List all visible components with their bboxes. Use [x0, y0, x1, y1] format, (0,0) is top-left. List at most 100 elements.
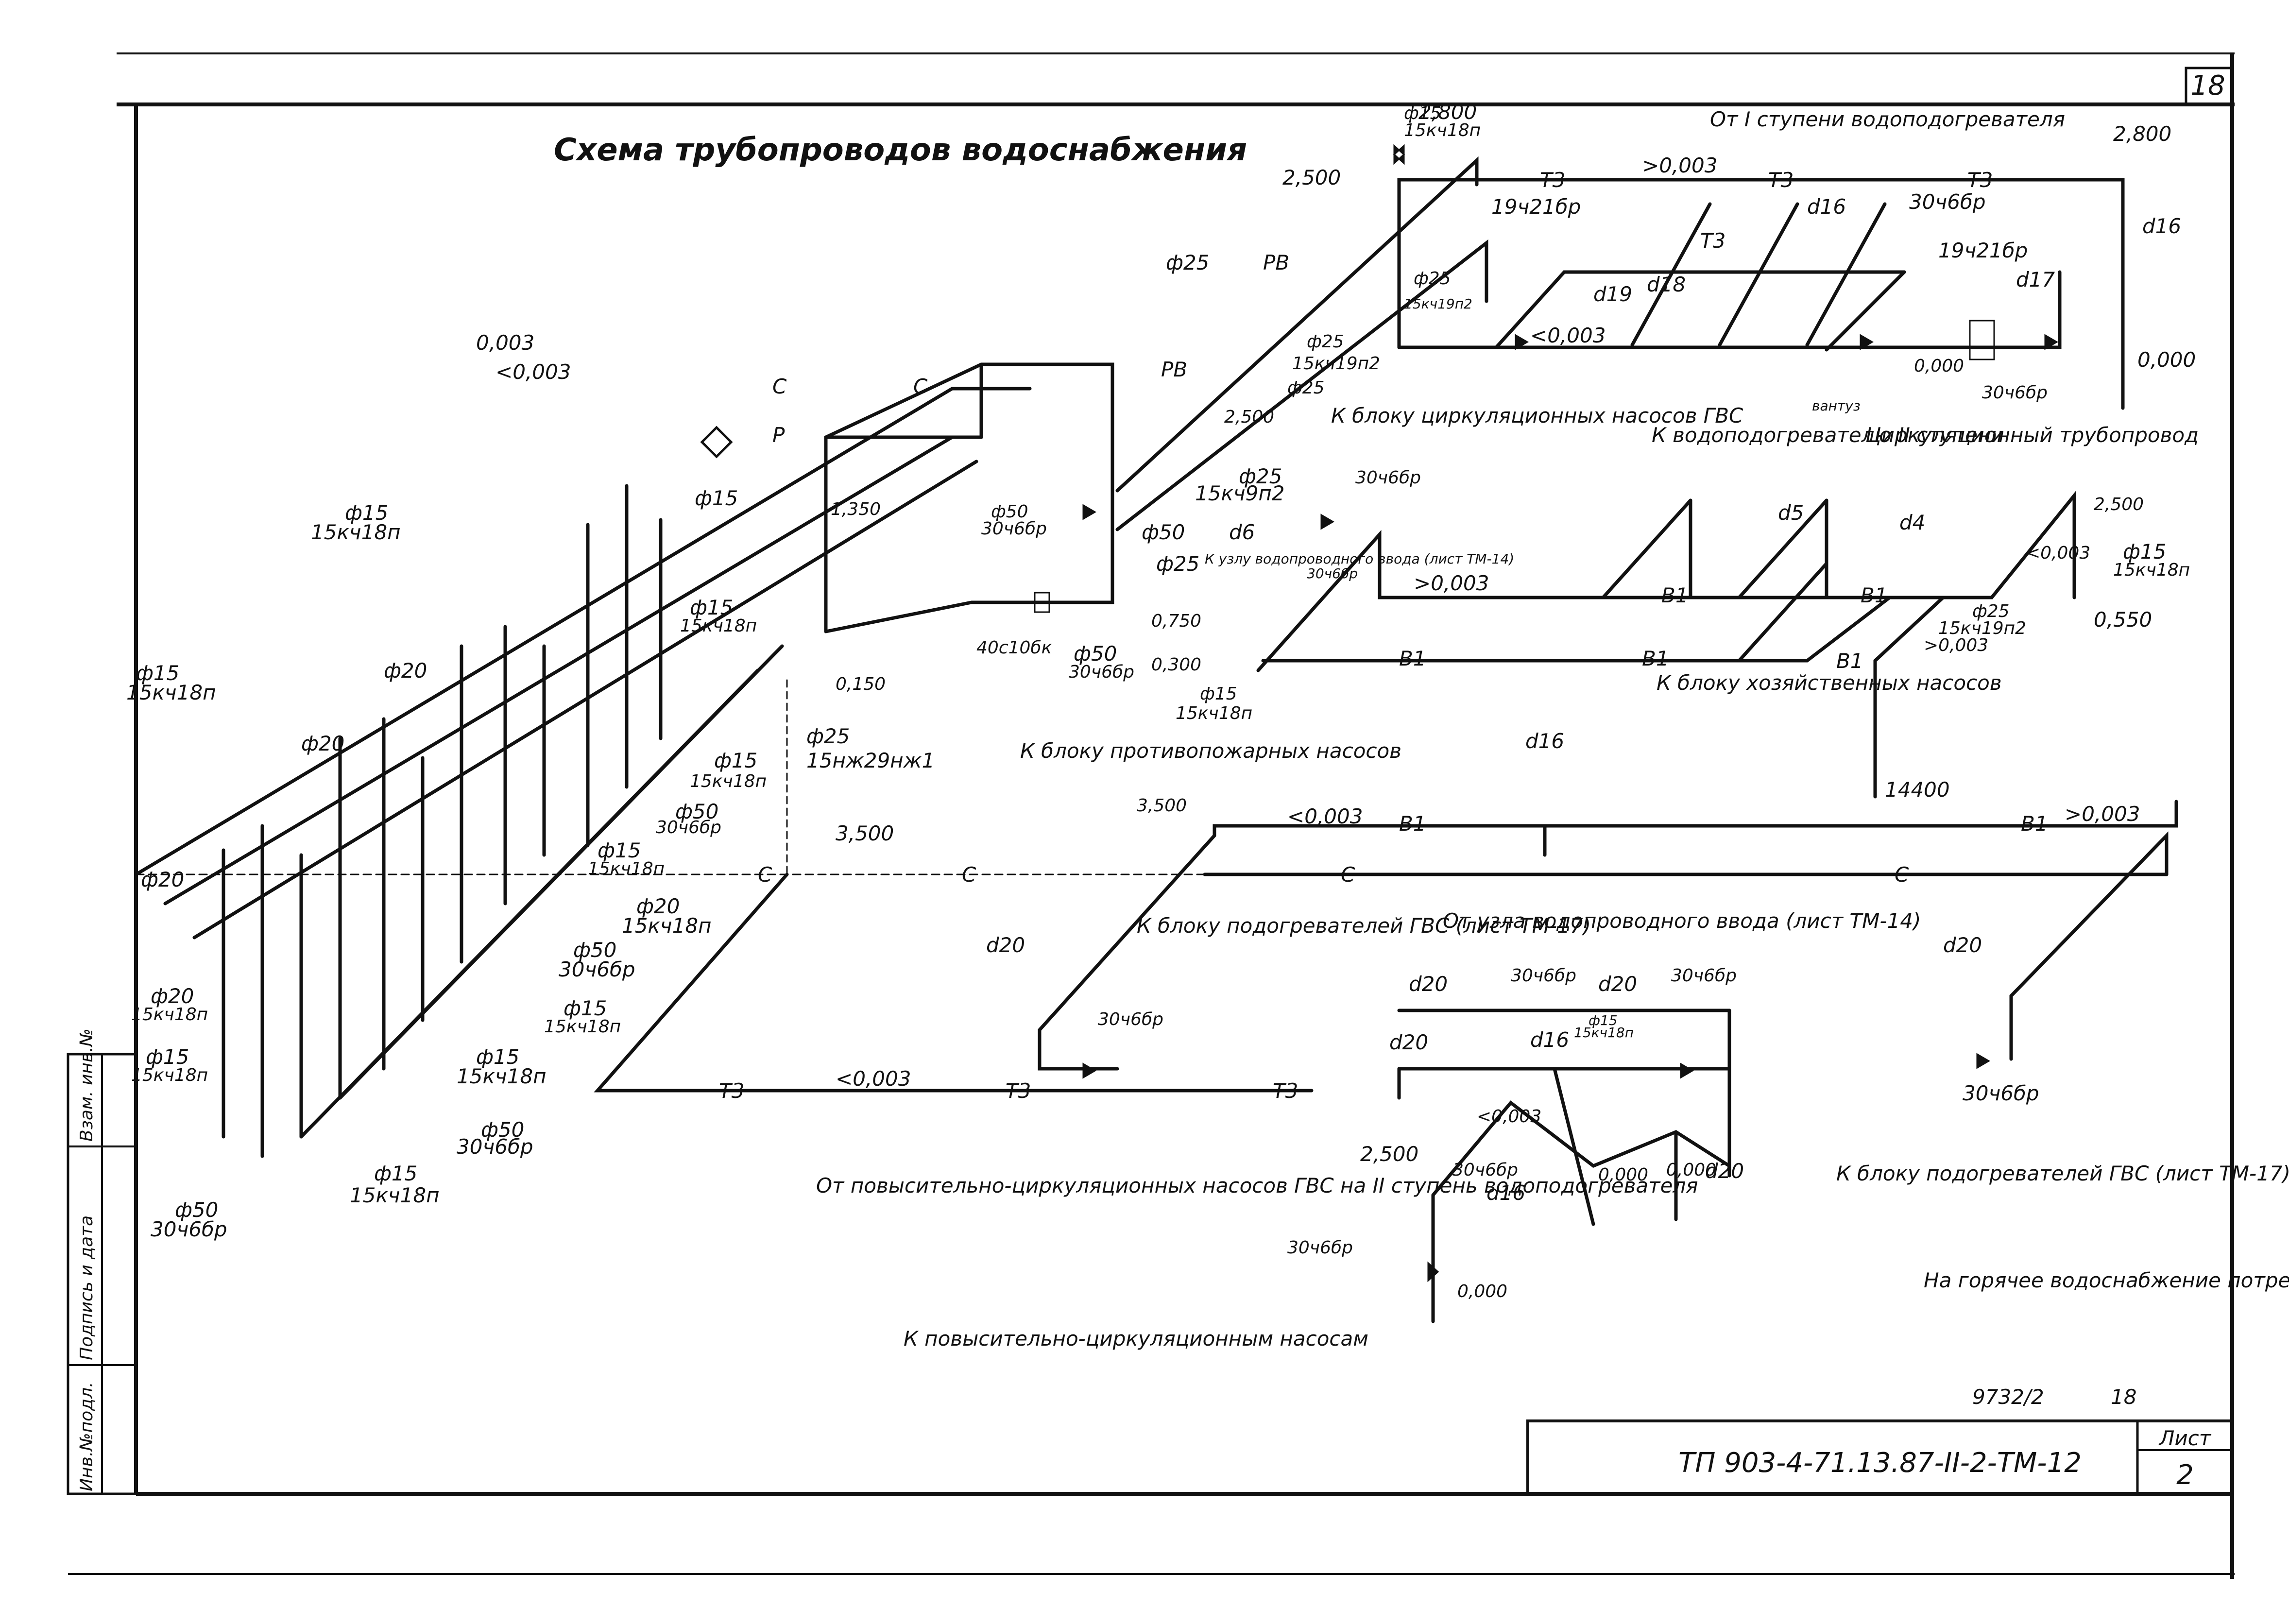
valve-icon: [1680, 1062, 1694, 1079]
stamp-code: 9732/2: [1972, 1385, 2044, 1409]
stamp-page: 18: [2111, 1385, 2136, 1409]
elev-2800a: 2,800: [1418, 100, 1477, 124]
valve-icon: [1860, 334, 1874, 350]
valve-30ch6br-mid-b: 30ч6бр: [1307, 565, 1358, 581]
pipe-tag-c-2: С: [772, 375, 787, 398]
valve-15kch18p-left-i: 15кч18п: [622, 914, 712, 938]
phi20-left-e: ф20: [636, 894, 680, 918]
note-to-heaters-2: К блоку подогревателей ГВС (лист ТМ-17): [1836, 1162, 2289, 1185]
phi25-top-c: ф25: [1287, 378, 1325, 398]
phi50-pump-b: ф50: [1142, 520, 1185, 544]
elev-2800b: 2,800: [2113, 122, 2171, 146]
note-from-first-stage: От I ступени водоподогревателя: [1710, 107, 2065, 131]
filter-icon: [1969, 320, 1995, 360]
elev-1350: 1,350: [831, 499, 881, 519]
phi15-left-f: ф15: [714, 749, 757, 772]
pipe-tag-t3-1: Т3: [719, 1079, 744, 1103]
sheet-frame: [67, 52, 2235, 1579]
d18-label: d18: [1647, 273, 1686, 296]
phi50-left-a: ф50: [675, 800, 718, 823]
pipe-tag-p-1: Р: [772, 423, 785, 447]
note-circ-pipe: Циркуляционный трубопровод: [1865, 423, 2199, 447]
valve-15kch18p-left-j: 15кч18п: [544, 1017, 621, 1037]
valve-15kch18p-left-g: 15кч18п: [690, 771, 767, 791]
valve-icon: [1427, 1261, 1439, 1282]
note-from-node: От узла водопроводного ввода (лист ТМ-14…: [1443, 909, 1921, 933]
valve-15kch18p-lower: 15кч18п: [1574, 1025, 1634, 1041]
pipe-tag-c-5: С: [1341, 863, 1355, 887]
pipe-tag-c-4: С: [962, 863, 976, 887]
slope-left-2: <0,003: [495, 360, 571, 384]
elev-zero-a: 0,000: [1914, 356, 1964, 376]
valve-30ch6br-right: 30ч6бр: [1982, 383, 2048, 403]
d20-lower-e: d20: [1705, 1159, 1744, 1183]
phi20-left-d: ф20: [151, 984, 194, 1008]
phi50-left-b: ф50: [573, 938, 616, 962]
slope-mid: >0,003: [1414, 571, 1489, 595]
note-from-booster: От повысительно-циркуляционных насосов Г…: [816, 1174, 1698, 1197]
valve-icon: [1082, 1062, 1096, 1079]
phi25-main: ф25: [1166, 251, 1209, 274]
valve-icon: [1976, 1053, 1990, 1069]
valve-30ch6br-mid: 30ч6бр: [1355, 468, 1421, 488]
d19-label: d19: [1593, 282, 1632, 306]
d16-label-top: d16: [2142, 214, 2181, 238]
d20-lower-b: d20: [1409, 972, 1448, 996]
valve-30ch6br-left-a: 30ч6бр: [656, 818, 721, 838]
d16-mid: d16: [1525, 729, 1564, 753]
drawing-title: Схема трубопроводов водоснабжения: [554, 132, 1247, 168]
pipe-tag-c-6: С: [1895, 863, 1909, 887]
valve-30ch6br-lower-f: 30ч6бр: [1287, 1238, 1353, 1258]
note-hot-supply: На горячее водоснабжение потребителей: [1924, 1268, 2289, 1292]
piping-lines: [134, 156, 2178, 1323]
d5-label: d5: [1778, 501, 1804, 525]
phi15-left-d: ф15: [690, 596, 733, 619]
side-field-replace: Взам. инв.№: [77, 1028, 97, 1142]
valve-15kch18p-left-l: 15кч18п: [350, 1183, 440, 1207]
slope-top: >0,003: [1642, 154, 1717, 177]
valve-icon: [1082, 504, 1096, 520]
note-to-fire-pumps: К блоку противопожарных насосов: [1020, 739, 1401, 763]
valve-15kch18p-left-a: 15кч18п: [311, 520, 401, 544]
valve-15kch18p-right: 15кч18п: [2113, 560, 2190, 580]
meter-icon: [700, 426, 733, 459]
pipe-tag-t3-2: Т3: [1006, 1079, 1031, 1103]
valve-15kch19p2-a: 15кч19п2: [1404, 296, 1472, 312]
slope-mid-5: >0,003: [2065, 802, 2140, 826]
pipe-tag-b1-2: В1: [1861, 583, 1888, 607]
phi15-left-j: ф15: [374, 1162, 417, 1185]
phi15-right: ф15: [2123, 540, 2166, 564]
valve-15kch18p-left-b: 15кч18п: [126, 681, 216, 704]
valve-40s10bk: 40с10бк: [976, 638, 1052, 658]
sheet-label: Лист: [2158, 1426, 2212, 1450]
phi15-left-h: ф15: [564, 996, 607, 1020]
vantuz-label: вантуз: [1812, 398, 1861, 414]
valve-30ch6br-left-d: 30ч6бр: [151, 1217, 227, 1241]
valve-30ch6br-left-c: 30ч6бр: [457, 1135, 533, 1159]
elev-0550: 0,550: [2094, 608, 2152, 632]
phi15-lower: ф15: [1589, 1012, 1618, 1028]
slope-left-1: 0,003: [476, 331, 534, 355]
slope-lower-2: <0,003: [1477, 1107, 1541, 1127]
valve-15kch18p-left-d: 15кч18п: [680, 616, 757, 636]
d20-lower-d: d20: [1389, 1030, 1428, 1054]
phi15-top: ф15: [1404, 103, 1441, 123]
note-to-circ-pumps: К блоку циркуляционных насосов ГВС: [1331, 404, 1743, 427]
pipe-tag-t3-3: Т3: [1273, 1079, 1298, 1103]
valve-15kch19p2-b: 15кч19п2: [1292, 354, 1380, 374]
note-to-heaters: К блоку подогревателей ГВС (лист ТМ-17): [1137, 914, 1591, 938]
phi15-left-a: ф15: [345, 501, 388, 525]
phi25-top-a: ф25: [1414, 269, 1451, 289]
pipe-tag-b1-7: В1: [1836, 649, 1863, 673]
d20-lower-a: d20: [986, 933, 1025, 957]
valve-icon: [1393, 144, 1405, 165]
valve-15kch18p-left-e: 15кч18п: [131, 1005, 208, 1025]
length-14400: 14400: [1885, 778, 1950, 802]
slope-neg-top: <0,003: [1530, 324, 1606, 347]
phi50-pump: ф50: [991, 502, 1028, 522]
valve-15kch18p-left-k: 15кч18п: [457, 1064, 547, 1088]
valve-15nzh29nzh1: 15нж29нж1: [806, 749, 935, 772]
elev-3500-mid: 3,500: [1137, 796, 1187, 816]
elev-2500-right: 2,500: [2094, 495, 2144, 514]
elev-0750: 0,750: [1151, 611, 1201, 631]
